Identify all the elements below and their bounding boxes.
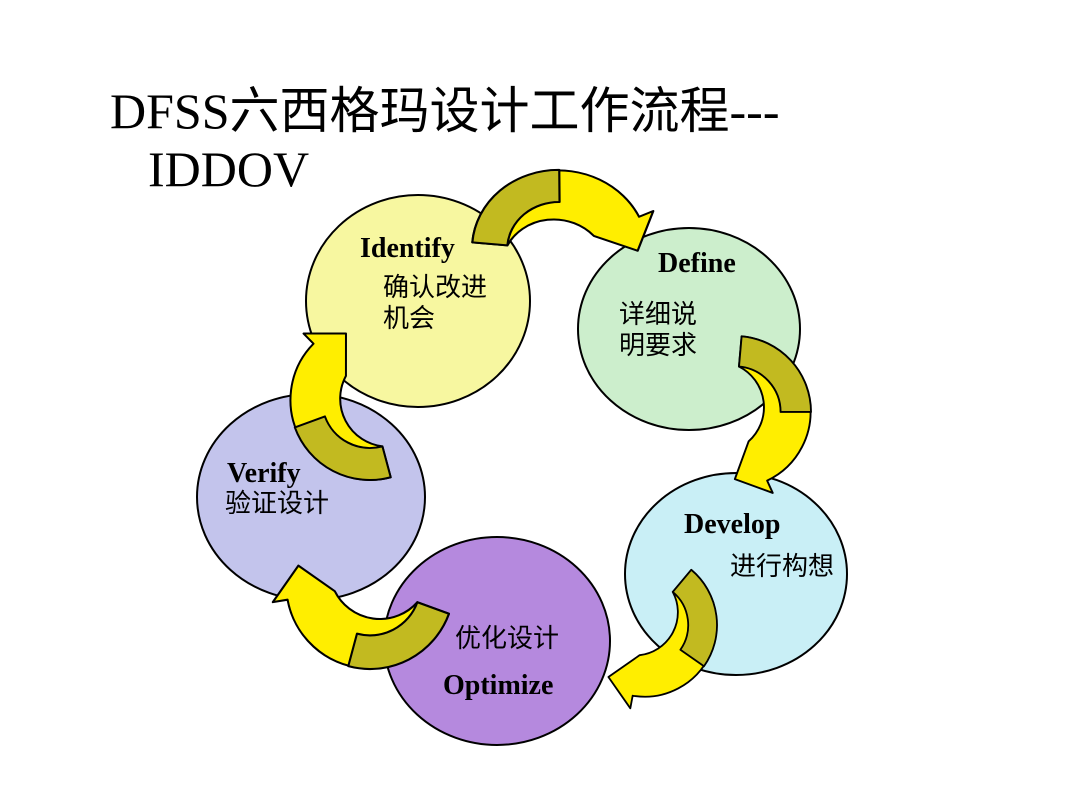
stage-label-verify-en: Verify (227, 458, 301, 489)
slide-title-line2: IDDOV (148, 141, 310, 197)
slide-title-line1: DFSS六西格玛设计工作流程--- (110, 83, 780, 139)
stage-circle-identify (305, 194, 531, 408)
arrow-identify-to-define (471, 161, 658, 259)
stage-label-optimize-cn: 优化设计 (455, 624, 560, 653)
stage-circle-define (577, 227, 801, 431)
stage-label-develop-en: Develop (684, 509, 781, 540)
stage-label-develop-cn: 进行构想 (730, 552, 835, 581)
stage-label-optimize-en: Optimize (443, 670, 554, 701)
stage-label-define-cn: 详细说 明要求 (619, 300, 698, 360)
stage-label-verify-cn: 验证设计 (225, 489, 330, 518)
stage-label-identify-cn: 确认改进 机会 (383, 273, 488, 333)
stage-label-identify-en: Identify (360, 233, 455, 264)
stage-label-define-en: Define (658, 248, 736, 279)
